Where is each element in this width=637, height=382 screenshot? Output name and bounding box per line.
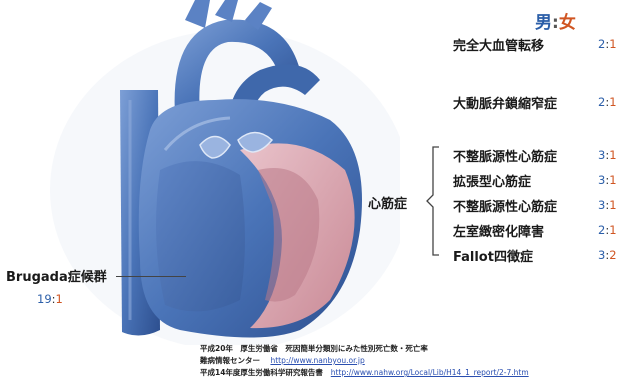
group-label: 心筋症	[368, 193, 407, 212]
brugada-ratio: 19:1	[37, 292, 63, 306]
source-line-1: 平成20年 厚生労働省 死因簡単分類別にみた性別死亡数・死亡率	[200, 343, 428, 354]
condition-label: 左室緻密化障害	[453, 221, 544, 240]
condition-label: 完全大血管転移	[453, 35, 544, 54]
condition-ratio: 3:2	[598, 248, 617, 262]
brugada-pointer	[116, 276, 186, 277]
gender-legend: 男:女	[535, 8, 576, 33]
condition-ratio: 2:1	[598, 95, 617, 109]
condition-ratio: 3:1	[598, 173, 617, 187]
condition-ratio: 3:1	[598, 148, 617, 162]
condition-ratio: 2:1	[598, 223, 617, 237]
source-link-nanbyou[interactable]: http://www.nanbyou.or.jp	[270, 356, 364, 365]
legend-male: 男	[535, 13, 552, 33]
brugada-label: Brugada症候群	[6, 266, 107, 285]
source-report: 平成14年度厚生労働科学研究報告書	[200, 368, 323, 377]
condition-ratio: 3:1	[598, 198, 617, 212]
condition-label: 不整脈源性心筋症	[453, 146, 557, 165]
source-line-2: 難病情報センター http://www.nanbyou.or.jp	[200, 355, 365, 366]
legend-separator: :	[552, 13, 559, 33]
source-link-nahw[interactable]: http://www.nahw.org/Local/Lib/H14_1_repo…	[331, 368, 529, 377]
condition-label: 不整脈源性心筋症	[453, 196, 557, 215]
condition-label: 大動脈弁鎖縮窄症	[453, 93, 557, 112]
condition-label: 拡張型心筋症	[453, 171, 531, 190]
condition-label: Fallot四徴症	[453, 246, 533, 265]
legend-female: 女	[559, 13, 576, 33]
source-line-3: 平成14年度厚生労働科学研究報告書 http://www.nahw.org/Lo…	[200, 367, 529, 378]
group-bracket	[425, 145, 455, 265]
condition-ratio: 2:1	[598, 37, 617, 51]
source-org: 難病情報センター	[200, 356, 260, 365]
